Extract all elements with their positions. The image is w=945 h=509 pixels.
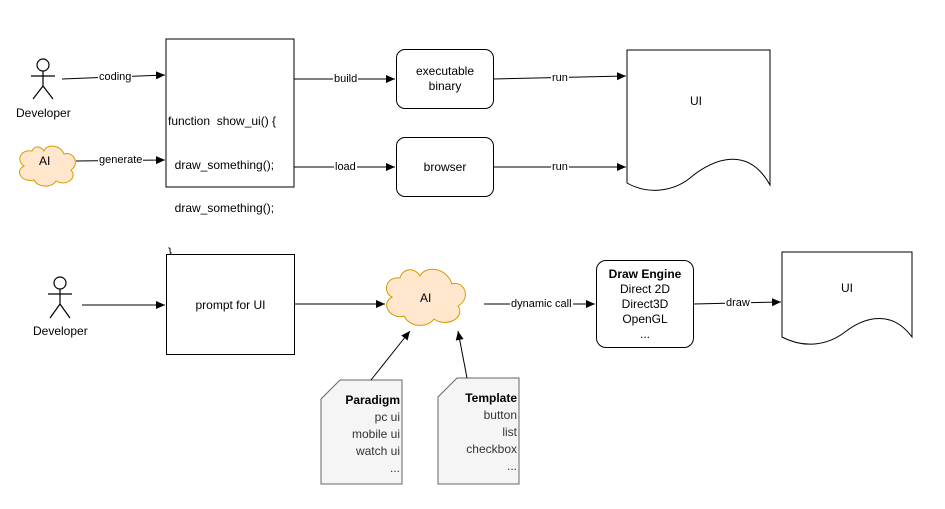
developer-actor-icon-bottom	[48, 276, 72, 319]
ai-cloud-shape	[19, 145, 76, 187]
template-item-1: button	[483, 408, 517, 422]
edge-label-build: build	[333, 73, 359, 85]
engine-item-4: ...	[639, 326, 650, 341]
ai-label-bottom: AI	[420, 291, 432, 305]
browser-node: browser	[396, 137, 494, 197]
draw-engine-title: Draw Engine	[608, 266, 682, 281]
developer-actor-icon	[31, 58, 55, 100]
engine-item-1: Direct 2D	[619, 281, 670, 296]
edge-label-generate: generate	[98, 154, 144, 166]
developer-label-bottom: Developer	[33, 324, 88, 338]
executable-binary-node: executable binary	[396, 49, 494, 109]
template-title: Template	[465, 391, 517, 405]
draw-engine-text: Draw Engine Direct 2D Direct3D OpenGL ..…	[609, 267, 682, 342]
paradigm-item-2: mobile ui	[351, 427, 400, 441]
edge-label-coding: coding	[98, 71, 133, 83]
browser-label: browser	[423, 160, 467, 174]
draw-engine-node: Draw Engine Direct 2D Direct3D OpenGL ..…	[596, 260, 694, 348]
exec-line-2: binary	[428, 79, 462, 93]
ai-label: AI	[39, 154, 51, 168]
edge-label-run-2: run	[551, 161, 569, 173]
paradigm-item-1: pc ui	[374, 410, 400, 424]
ui-document-bottom-shape	[781, 251, 913, 345]
ui-document-top-shape	[626, 49, 771, 191]
engine-item-2: Direct3D	[621, 296, 669, 311]
exec-line-1: executable	[415, 64, 475, 78]
template-item-2: list	[502, 425, 517, 439]
prompt-label: prompt for UI	[195, 297, 266, 312]
code-line-2: draw_something();	[168, 157, 275, 172]
template-note-shape	[437, 377, 520, 485]
code-line-3: draw_something();	[168, 201, 275, 215]
engine-item-3: OpenGL	[622, 311, 668, 326]
ui-label-bottom: UI	[841, 281, 853, 295]
paradigm-note: Paradigm pc ui mobile ui watch ui ...	[345, 392, 400, 477]
paradigm-item-4: ...	[389, 461, 400, 475]
template-item-3: checkbox	[466, 442, 517, 456]
ui-label-top: UI	[690, 94, 702, 108]
edge-label-run-1: run	[551, 72, 569, 84]
template-note: Template button list checkbox ...	[465, 390, 517, 475]
prompt-box: prompt for UI	[166, 254, 295, 355]
edge-template-ai	[455, 330, 468, 379]
edge-label-dynamic-call: dynamic call	[510, 298, 573, 310]
code-line-1: function show_ui() {	[168, 114, 277, 128]
edge-label-draw: draw	[725, 297, 751, 309]
edge-label-load: load	[334, 161, 357, 173]
ai-cloud-bottom-shape	[385, 268, 466, 326]
developer-label: Developer	[16, 106, 71, 120]
paradigm-title: Paradigm	[345, 393, 400, 407]
code-text: function show_ui() { draw_something(); d…	[168, 85, 276, 274]
code-box	[165, 38, 295, 188]
template-item-4: ...	[506, 459, 517, 473]
edge-paradigm-ai	[370, 330, 411, 381]
paradigm-note-shape	[320, 379, 403, 485]
paradigm-item-3: watch ui	[355, 444, 400, 458]
code-line-4: }	[168, 244, 173, 259]
